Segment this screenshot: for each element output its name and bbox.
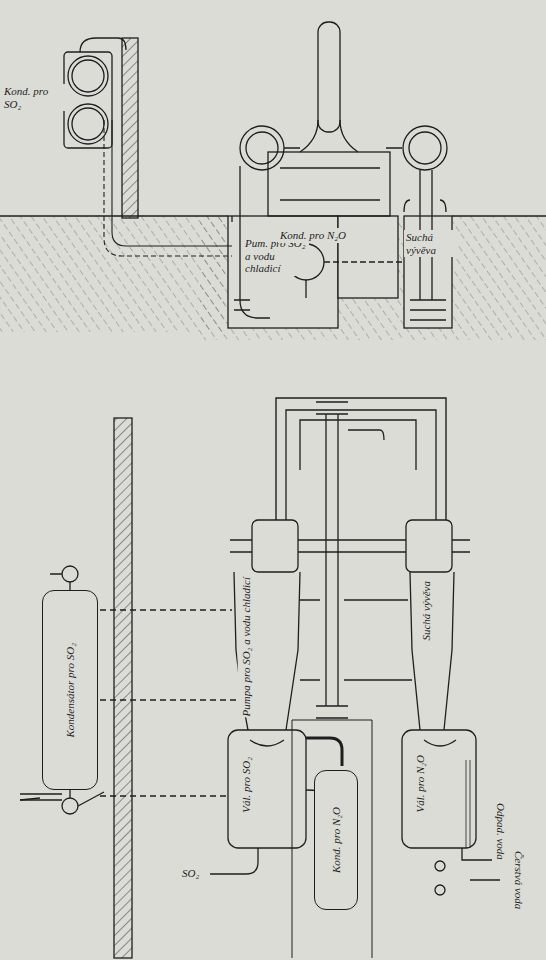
part-label: Vál. pro SO₂ bbox=[238, 756, 255, 814]
part-label: Pumpa pro SO₂ a vodu chladicí bbox=[238, 576, 255, 717]
part-label: SO₂ bbox=[180, 866, 201, 881]
condenser-cylinder: Kond. pro N₂O bbox=[314, 770, 358, 910]
part-name: Kondensátor pro SO₂ bbox=[64, 643, 77, 737]
part-label: Čerstvá voda bbox=[510, 850, 527, 910]
part-name: Kond. pro N₂O bbox=[330, 807, 343, 873]
condenser-cylinder: Kondensátor pro SO₂ bbox=[42, 590, 98, 790]
part-label: Kond. pro SO₂ bbox=[2, 84, 68, 111]
part-label: Vál. pro N₂O bbox=[412, 754, 429, 814]
part-label: Suchá vývěva bbox=[418, 580, 435, 642]
part-label: Odpad. voda bbox=[492, 802, 509, 861]
part-label: Suchá vývěva bbox=[404, 230, 458, 257]
part-label: Kond. pro N₂O bbox=[278, 228, 352, 243]
